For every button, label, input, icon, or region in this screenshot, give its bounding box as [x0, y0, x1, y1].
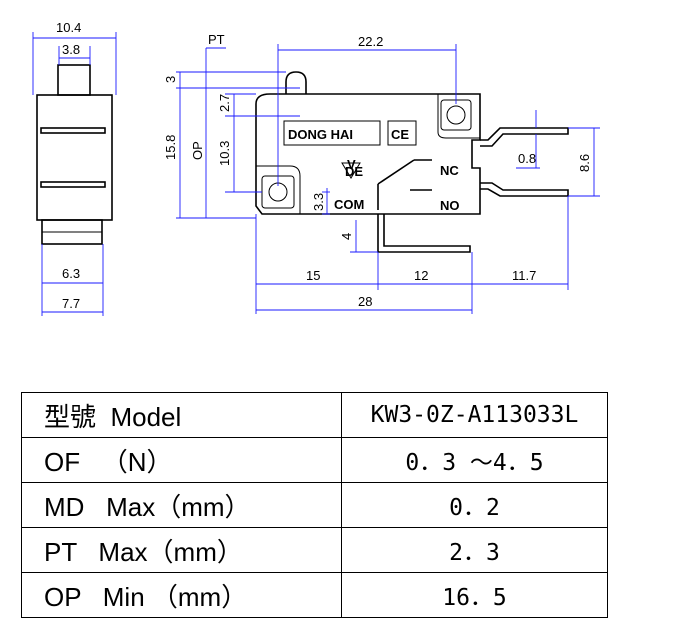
side-view — [32, 32, 117, 316]
spec-label-op: OP Min （mm） — [21, 572, 342, 618]
dim-side-inner: 3.8 — [62, 42, 80, 57]
dim-28: 28 — [358, 294, 372, 309]
com-label: COM — [334, 197, 364, 212]
spec-label-md: MD Max（mm） — [21, 482, 342, 528]
no-label: NO — [440, 198, 460, 213]
dim-op-label: OP — [190, 141, 205, 160]
dim-22-2: 22.2 — [358, 34, 383, 49]
vde-de-label: DE — [345, 164, 363, 179]
dim-11-7: 11.7 — [512, 268, 536, 283]
table-row: 型號 Model KW3-0Z-A113033L — [21, 392, 608, 438]
spec-label-pt: PT Max（mm） — [21, 527, 342, 573]
nc-label: NC — [440, 163, 459, 178]
dim-2-7: 2.7 — [217, 94, 232, 112]
ce-mark: CE — [391, 127, 409, 142]
switch-drawing: 10.4 3.8 6.3 7.7 — [32, 20, 600, 316]
dim-3: 3 — [163, 76, 178, 83]
table-row: MD Max（mm） 0．2 — [21, 482, 608, 528]
dim-3-3: 3.3 — [311, 193, 326, 211]
spec-table: 型號 Model KW3-0Z-A113033L OF （N） 0．3 ～4．5… — [21, 392, 608, 618]
dim-10-3: 10.3 — [217, 141, 232, 166]
front-view — [176, 44, 600, 314]
dim-pt-label: PT — [208, 32, 225, 47]
brand-label: DONG HAI — [288, 127, 353, 142]
dim-15-8: 15.8 — [163, 135, 178, 160]
spec-value-model: KW3-0Z-A113033L — [341, 392, 608, 438]
spec-label-of: OF （N） — [21, 437, 342, 483]
dim-12: 12 — [414, 268, 428, 283]
dim-0-8: 0.8 — [518, 151, 536, 166]
spec-value-op: 16．5 — [341, 572, 608, 618]
dim-4: 4 — [339, 233, 354, 240]
spec-label-model: 型號 Model — [21, 392, 342, 438]
table-row: OF （N） 0．3 ～4．5 — [21, 437, 608, 483]
dim-side-width: 10.4 — [56, 20, 81, 35]
vde-v-label: V — [347, 157, 356, 172]
table-row: PT Max（mm） 2．3 — [21, 527, 608, 573]
spec-value-pt: 2．3 — [341, 527, 608, 573]
dim-side-6-3: 6.3 — [62, 266, 80, 281]
spec-value-of: 0．3 ～4．5 — [341, 437, 608, 483]
dim-8-6: 8.6 — [577, 154, 592, 172]
dim-15: 15 — [306, 268, 320, 283]
spec-value-md: 0．2 — [341, 482, 608, 528]
dim-side-7-7: 7.7 — [62, 296, 80, 311]
table-row: OP Min （mm） 16．5 — [21, 572, 608, 618]
